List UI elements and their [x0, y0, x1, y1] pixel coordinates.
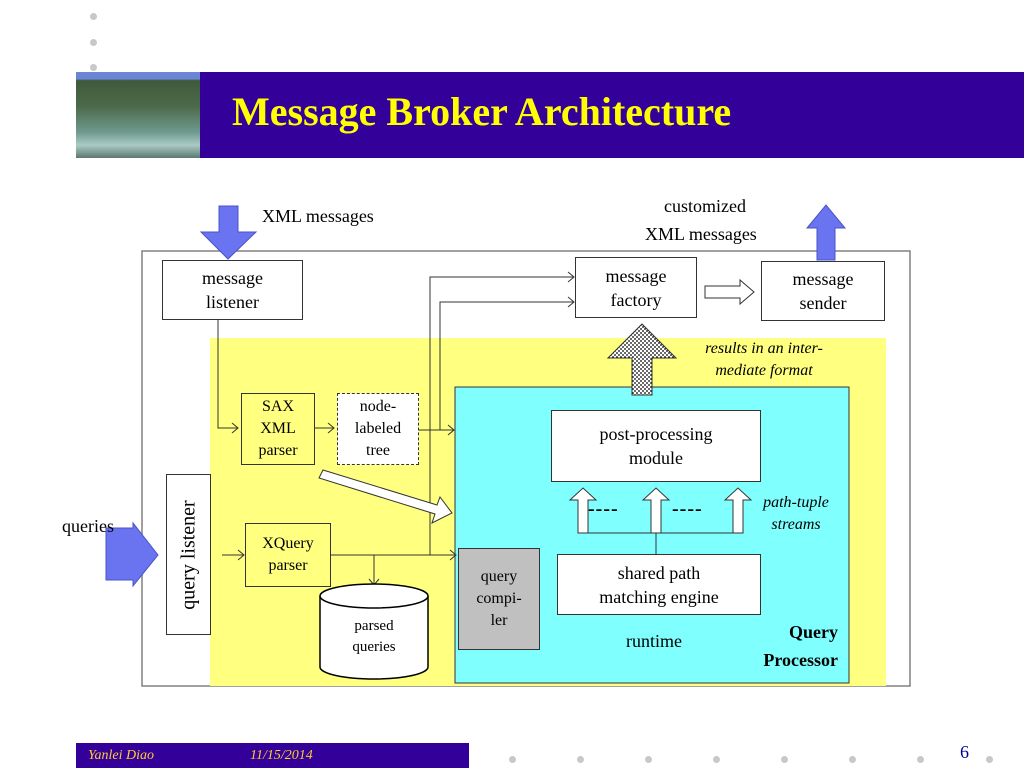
- message-sender-box: message sender: [761, 261, 885, 321]
- title-bar: [200, 72, 1024, 158]
- decor-dot: [509, 756, 516, 763]
- tree-to-processor-arrow: [318, 469, 453, 524]
- query-listener-box: query listener: [166, 474, 211, 635]
- decor-dot: [849, 756, 856, 763]
- connector-arrowhead: [447, 424, 455, 436]
- query-processor-label: Query Processor: [763, 622, 838, 670]
- stream-arrow: [641, 487, 671, 534]
- xml-output-arrow: [805, 204, 847, 261]
- footer-author: Yanlei Diao: [88, 748, 154, 763]
- results-format-annotation: results in an inter- mediate format: [705, 340, 823, 379]
- decor-dot: [713, 756, 720, 763]
- decor-dot: [645, 756, 652, 763]
- stream-dashes: ----: [588, 498, 619, 520]
- decor-dot: [90, 13, 97, 20]
- footer-date: 11/15/2014: [250, 748, 313, 763]
- page-number: 6: [960, 742, 969, 762]
- xml-input-arrow: [199, 205, 258, 260]
- xml-messages-label: XML messages: [262, 206, 374, 226]
- slide-title: Message Broker Architecture: [232, 89, 732, 134]
- query-compiler-box: query compi- ler: [458, 548, 540, 650]
- sax-parser-box: SAX XML parser: [241, 393, 315, 465]
- customized-label-2: XML messages: [645, 224, 757, 244]
- connector-arrowhead: [449, 549, 457, 561]
- parsed-queries-label: parsed queries: [352, 618, 396, 655]
- runtime-label: runtime: [626, 631, 682, 651]
- node-labeled-tree-box: node- labeled tree: [337, 393, 419, 465]
- stream-arrow: [723, 487, 753, 534]
- connector-arrowhead: [567, 271, 575, 283]
- path-engine-box: shared path matching engine: [557, 554, 761, 615]
- post-processing-box: post-processing module: [551, 410, 761, 482]
- customized-label-1: customized: [664, 196, 746, 216]
- decor-dot: [781, 756, 788, 763]
- message-factory-box: message factory: [575, 257, 697, 318]
- path-tuple-annotation: path-tuple streams: [763, 494, 829, 533]
- connector: [429, 276, 574, 555]
- message-listener-box: message listener: [162, 260, 303, 320]
- connector: [217, 320, 238, 429]
- decor-dot: [90, 64, 97, 71]
- connector-arrowhead: [567, 296, 575, 308]
- results-up-arrow: [606, 323, 678, 396]
- stream-arrow: [568, 487, 598, 534]
- queries-input-arrow: [105, 521, 159, 588]
- connector: [439, 301, 574, 430]
- xquery-parser-box: XQuery parser: [245, 523, 331, 587]
- footer-bar: [76, 743, 469, 768]
- connector-arrowhead: [327, 422, 335, 434]
- decor-dot: [917, 756, 924, 763]
- stream-dashes: ----: [672, 498, 703, 520]
- decor-dot: [986, 756, 993, 763]
- header-photo: [76, 72, 200, 158]
- decor-dot: [90, 39, 97, 46]
- connector-arrowhead: [237, 549, 245, 561]
- connector-arrowhead: [231, 422, 239, 434]
- decor-dot: [577, 756, 584, 763]
- queries-label: queries: [62, 516, 114, 536]
- factory-to-sender-arrow: [704, 278, 755, 306]
- parsed-queries-cylinder: [319, 596, 429, 680]
